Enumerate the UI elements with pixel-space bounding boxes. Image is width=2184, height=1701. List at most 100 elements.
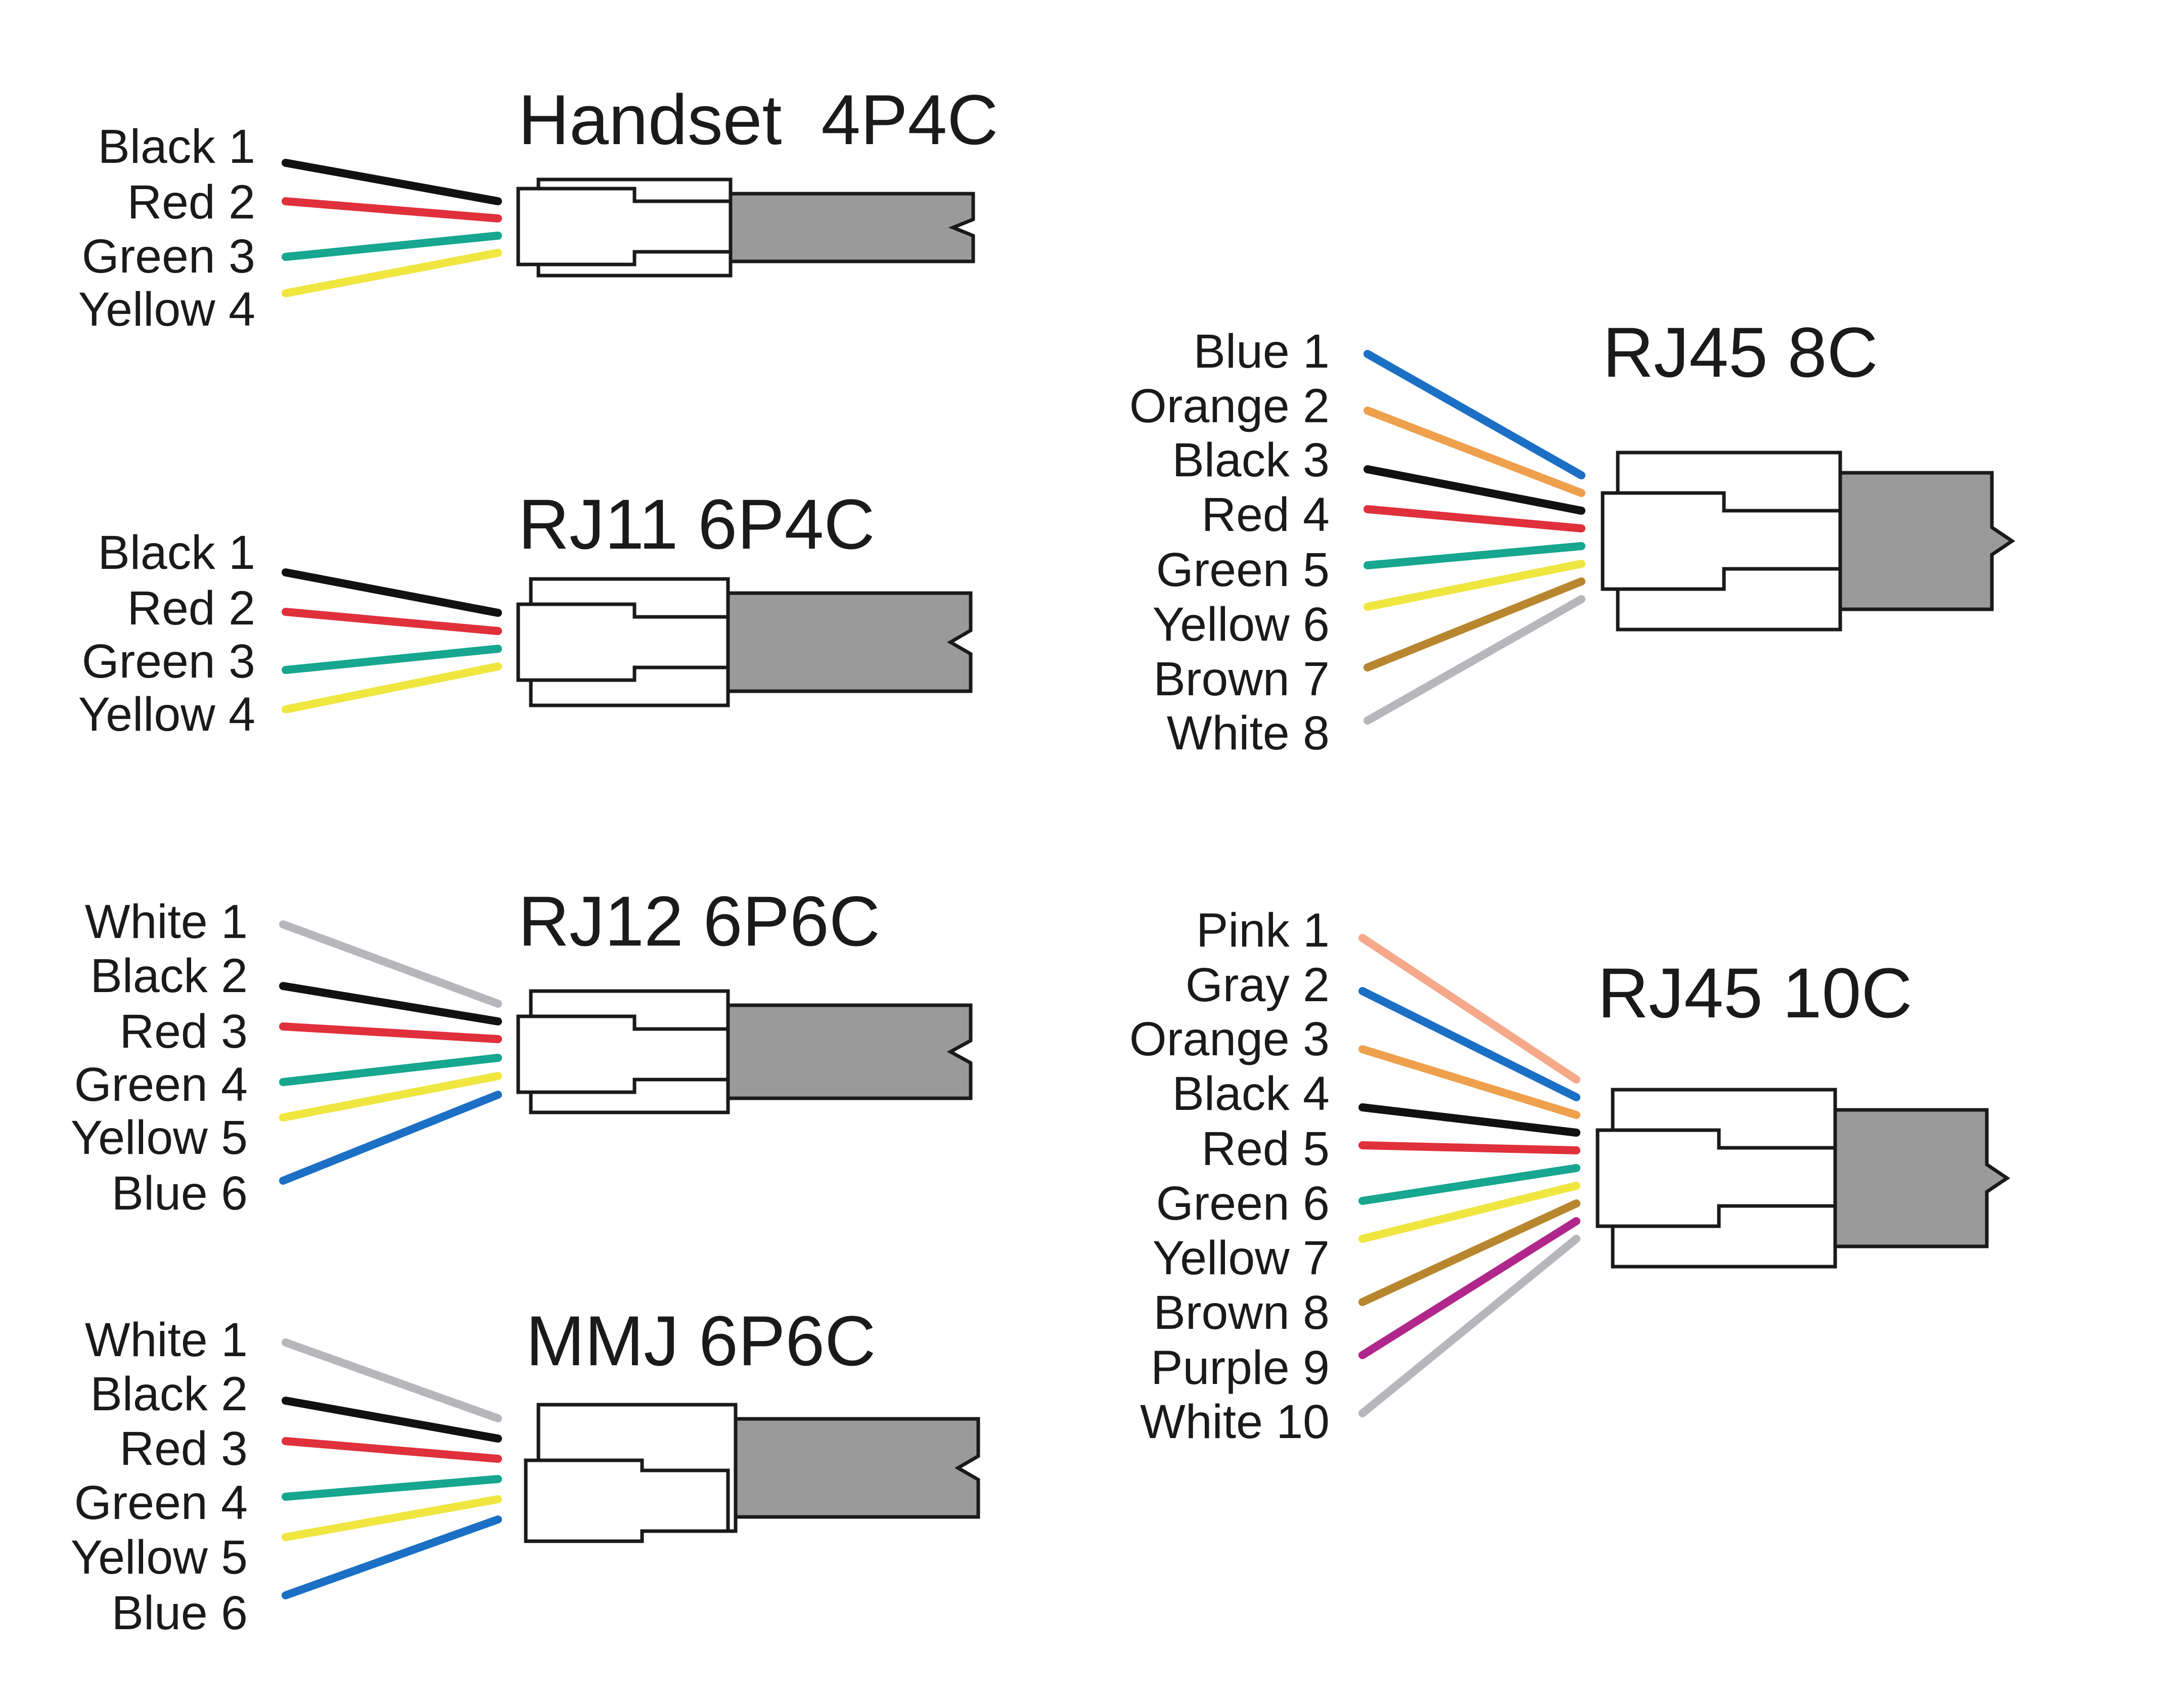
connector-plug-rj xyxy=(516,989,973,1114)
wire-label: Yellow 4 xyxy=(78,688,255,741)
cable-jacket xyxy=(1838,471,2016,611)
cable-jacket xyxy=(1833,1108,2011,1248)
wire-label: Black 1 xyxy=(98,120,255,173)
wire-label: Green 5 xyxy=(1156,543,1330,597)
wire-label: Green 4 xyxy=(74,1476,248,1530)
wire-label: Yellow 4 xyxy=(78,283,255,336)
wire-label: Black 2 xyxy=(90,949,248,1003)
wire-white xyxy=(1358,1235,1580,1417)
wire-label: Red 5 xyxy=(1201,1122,1330,1176)
wire-label: White 1 xyxy=(85,895,248,949)
wire-gray xyxy=(1358,987,1580,1101)
wire-green xyxy=(282,645,502,674)
wire-green xyxy=(282,232,502,261)
wire-blue xyxy=(1363,350,1585,479)
wire-label: Purple 9 xyxy=(1151,1341,1330,1395)
wire-green xyxy=(282,1475,502,1501)
wire-label: White 1 xyxy=(85,1313,248,1367)
connector-title: RJ11 6P4C xyxy=(518,484,875,564)
wire-label: Brown 7 xyxy=(1153,652,1330,706)
wire-label: Black 1 xyxy=(98,526,255,579)
wire-red xyxy=(282,197,502,222)
wire-red xyxy=(279,1022,502,1043)
wire-green xyxy=(1358,1164,1580,1205)
wire-black xyxy=(1358,1103,1580,1137)
wire-label: Orange 3 xyxy=(1129,1012,1330,1066)
wire-label: Red 3 xyxy=(119,1422,248,1475)
wire-label: Red 2 xyxy=(127,175,255,229)
wire-green xyxy=(279,1054,502,1086)
wire-blue xyxy=(282,1515,502,1599)
wire-label: White 8 xyxy=(1167,706,1330,760)
wire-label: Green 3 xyxy=(82,635,255,688)
connector-title: RJ45 8C xyxy=(1603,312,1878,392)
wire-red xyxy=(1358,1141,1580,1154)
wire-label: Green 4 xyxy=(74,1058,248,1111)
wire-purple xyxy=(1358,1217,1580,1359)
wire-label: White 10 xyxy=(1140,1395,1330,1449)
connector-plug-rj45 xyxy=(1596,1088,2011,1269)
wire-black xyxy=(282,159,502,205)
wire-label: Red 3 xyxy=(119,1005,248,1058)
connector-title: RJ45 10C xyxy=(1598,953,1913,1033)
wire-label: Blue 1 xyxy=(1194,325,1330,378)
wire-yellow xyxy=(1358,1182,1580,1243)
connector-plug-rj45 xyxy=(1601,451,2016,632)
cable-jacket xyxy=(726,1003,973,1100)
plug-latch xyxy=(524,1458,730,1543)
cable-jacket xyxy=(729,192,975,263)
connector-plug-rj xyxy=(516,577,973,707)
wire-label: Black 4 xyxy=(1172,1067,1330,1121)
wire-label: Red 2 xyxy=(127,581,255,635)
wire-label: Pink 1 xyxy=(1196,904,1330,957)
wire-label: Yellow 6 xyxy=(1153,598,1330,651)
wire-white xyxy=(282,1338,502,1422)
wire-label: Orange 2 xyxy=(1129,379,1330,433)
wire-black xyxy=(282,1397,502,1443)
wire-orange xyxy=(1358,1045,1580,1119)
wire-label: Green 3 xyxy=(82,230,255,283)
plug-latch xyxy=(516,1014,733,1094)
wire-black xyxy=(279,982,502,1025)
wire-label: Green 6 xyxy=(1156,1177,1330,1230)
wire-yellow xyxy=(282,249,502,297)
wire-label: Black 2 xyxy=(90,1367,248,1421)
plug-latch xyxy=(516,602,733,682)
wire-label: Blue 6 xyxy=(112,1586,248,1640)
cable-jacket xyxy=(734,1417,980,1519)
wire-label: Red 4 xyxy=(1201,488,1330,542)
wire-green xyxy=(1363,542,1585,569)
wire-yellow xyxy=(279,1072,502,1122)
wire-white xyxy=(1363,595,1585,725)
plug-latch xyxy=(516,187,733,266)
wire-label: Brown 8 xyxy=(1153,1286,1330,1339)
wire-label: Yellow 7 xyxy=(1153,1231,1330,1285)
wire-label: Gray 2 xyxy=(1186,958,1330,1012)
wire-black xyxy=(1363,465,1585,515)
wire-label: Black 3 xyxy=(1172,433,1330,487)
cable-jacket xyxy=(726,591,973,693)
wire-brown xyxy=(1363,577,1585,672)
wire-label: Yellow 5 xyxy=(71,1111,248,1165)
wire-red xyxy=(1363,505,1585,532)
wire-label: Blue 6 xyxy=(112,1167,248,1220)
wire-black xyxy=(282,568,502,617)
wire-label: Yellow 5 xyxy=(71,1531,248,1584)
connector-plug-handset xyxy=(516,177,975,278)
connector-title: RJ12 6P6C xyxy=(518,881,880,961)
wire-yellow xyxy=(282,1495,502,1541)
connector-title: Handset 4P4C xyxy=(518,80,998,159)
wire-white xyxy=(279,920,502,1008)
wire-yellow xyxy=(1363,560,1585,611)
wire-red xyxy=(282,1437,502,1463)
connector-plug-mmj xyxy=(524,1403,980,1543)
wire-brown xyxy=(1358,1199,1580,1306)
wire-yellow xyxy=(282,662,502,713)
wire-orange xyxy=(1363,407,1585,497)
